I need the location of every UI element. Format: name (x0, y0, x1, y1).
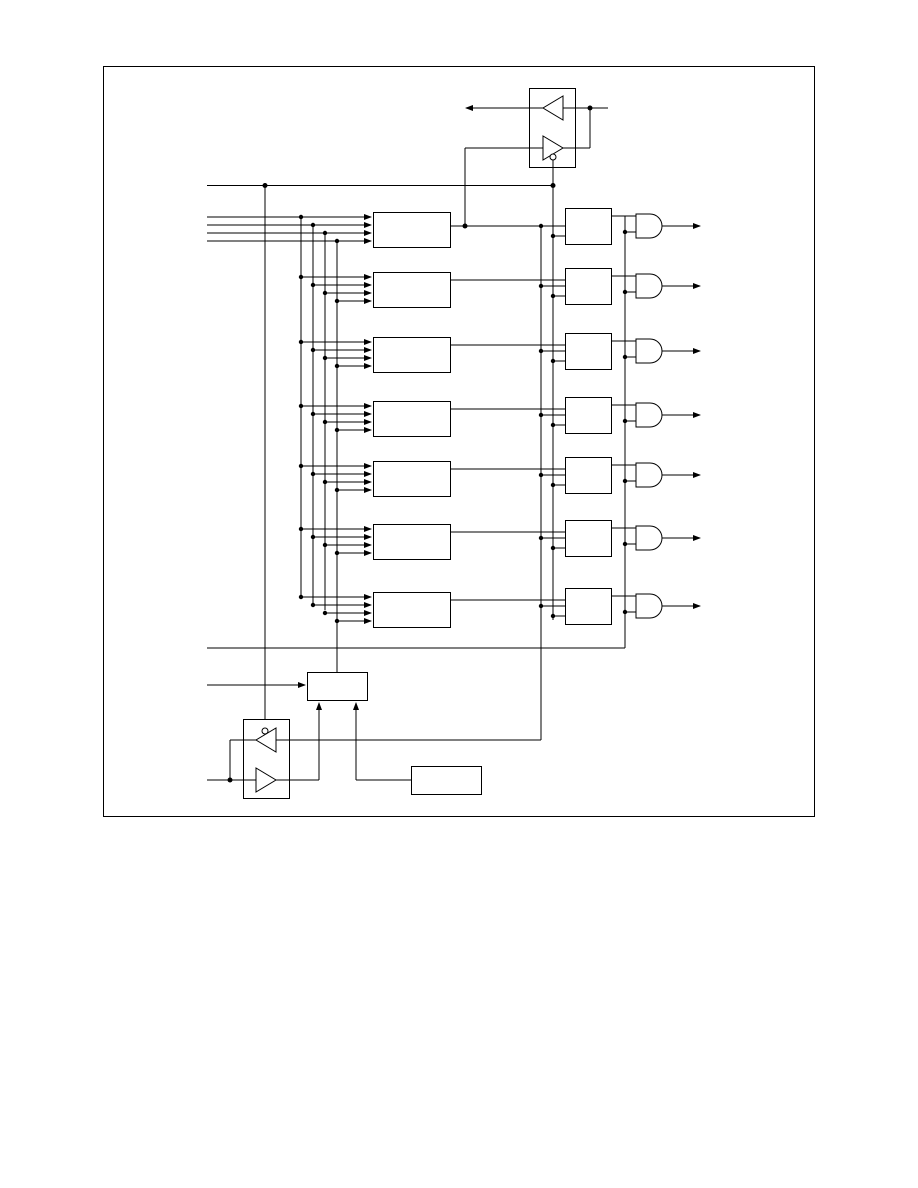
bottom-io-buffer (207, 719, 541, 799)
latch-block-4 (565, 397, 612, 434)
latch-block-2 (565, 268, 612, 305)
and-gate-5 (635, 462, 663, 488)
latch-block-6 (565, 520, 612, 557)
top-io-buffer (464, 88, 608, 227)
channel-block-5 (373, 461, 451, 497)
and-gate-7 (635, 593, 663, 619)
channel-block-7 (373, 592, 451, 628)
and-gate-3 (635, 338, 663, 364)
channel-block-2 (373, 272, 451, 308)
latch-block-5 (565, 457, 612, 494)
channel-block-3 (373, 337, 451, 373)
diagram-frame (103, 66, 815, 817)
and-gate-1 (635, 213, 663, 239)
latch-block-3 (565, 333, 612, 370)
channel-block-6 (373, 524, 451, 560)
reference-block (411, 766, 482, 795)
latch-block-1 (565, 208, 612, 245)
channel-block-1 (373, 212, 451, 248)
channel-block-4 (373, 401, 451, 437)
and-gate-4 (635, 402, 663, 428)
latch-block-7 (565, 588, 612, 625)
controller-block (307, 672, 368, 701)
and-gate-2 (635, 273, 663, 299)
and-gate-6 (635, 525, 663, 551)
